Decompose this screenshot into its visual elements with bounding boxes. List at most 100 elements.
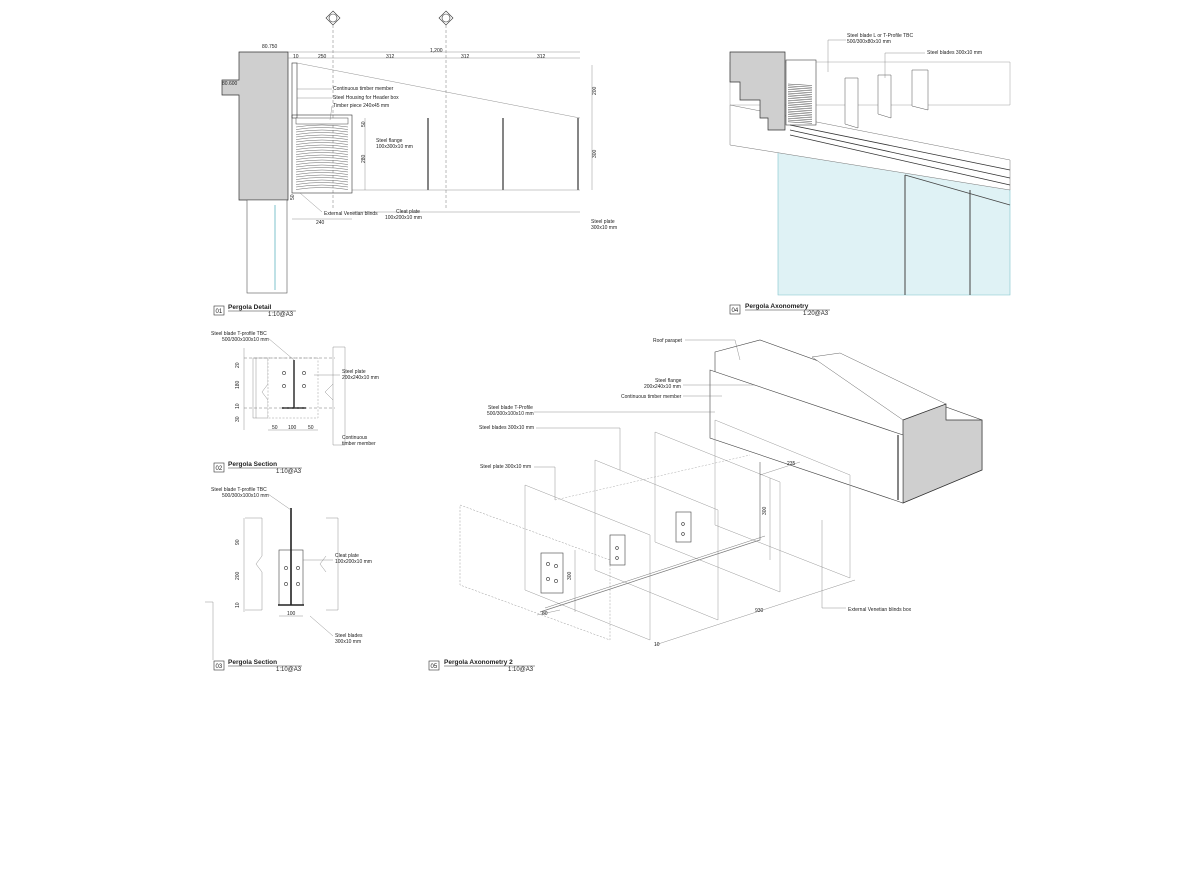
- s03-blades-2: 300x10 mm: [335, 639, 361, 645]
- blind-slat: [295, 164, 349, 168]
- steel-blade: [714, 419, 851, 579]
- s03-blade-1: Steel blade T-profile TBC: [211, 487, 267, 493]
- view-02-title: Pergola Section: [228, 461, 277, 468]
- blind-slat: [295, 129, 349, 133]
- window-frame: [246, 199, 288, 294]
- view-02-scale: 1:10@A3: [276, 469, 302, 475]
- a05-blade-2: 500/300x100x10 mm: [487, 411, 534, 417]
- view-03-title: Pergola Section: [228, 659, 277, 666]
- s03-cleat-1: Cleat plate: [335, 553, 359, 559]
- s03-cleat-2: 100x200x10 mm: [335, 559, 372, 565]
- blind-slat: [295, 139, 349, 143]
- a05-blade-1: Steel blade T-Profile: [488, 405, 533, 411]
- concrete-wall: [729, 51, 786, 131]
- steel-blade: [844, 77, 859, 129]
- view-03-pergola-section: Steel blade T-profile TBC 500/300x100x10…: [205, 487, 372, 673]
- view-01-pergola-detail: 80.750 80.600 1,200 10 250 312 312 312 2…: [213, 10, 617, 318]
- dim-50: 50: [361, 121, 367, 127]
- steel-plate: [609, 534, 626, 566]
- blind-slat: [295, 144, 349, 148]
- view-03-scale: 1:10@A3: [276, 667, 302, 673]
- blind-slat: [787, 87, 813, 90]
- view-01-scale: 1:10@A3: [268, 312, 294, 318]
- s02-dim-v-3: 30: [235, 416, 241, 422]
- concrete-wall: [221, 51, 289, 201]
- s03-dim-v-0: 90: [235, 539, 241, 545]
- s03-dim-v-2: 10: [235, 602, 241, 608]
- level-side: 80.600: [222, 81, 238, 87]
- blind-slat: [295, 152, 349, 155]
- blind-slat: [787, 112, 813, 115]
- view-05-pergola-axonometry-2: Roof parapet Steel flange 200x240x10 mm …: [428, 338, 983, 673]
- blind-slat: [295, 142, 349, 145]
- view-number-box: [213, 305, 225, 316]
- blind-slat: [295, 132, 349, 135]
- dim-right: 300: [592, 149, 598, 158]
- s02-dim-h-0: 50: [272, 425, 278, 431]
- s02-blade-2: 500/300x100x10 mm: [222, 337, 269, 343]
- s02-timber-2: timber member: [342, 441, 376, 447]
- s02-plate-1: Steel plate: [342, 369, 366, 375]
- blind-slat: [787, 107, 813, 110]
- blind-slat: [787, 99, 813, 102]
- blind-slat: [295, 154, 349, 158]
- blind-slat: [787, 119, 813, 122]
- view-03-number: 03: [216, 664, 223, 670]
- view-05-scale: 1:10@A3: [508, 667, 534, 673]
- blind-slat: [295, 177, 349, 180]
- steel-plate: [675, 511, 692, 543]
- a05-blades: Steel blades 300x10 mm: [479, 425, 534, 431]
- dim-right-top: 200: [592, 86, 598, 95]
- header-box: [291, 114, 353, 194]
- blind-slat: [295, 187, 349, 190]
- dim-top-1: 250: [318, 54, 327, 60]
- blind-slat: [787, 90, 813, 93]
- a05-roof-parapet: Roof parapet: [653, 338, 683, 344]
- label-cleat-1: Cleat plate: [396, 209, 420, 215]
- blind-slat: [295, 159, 349, 163]
- header-box: [709, 369, 904, 504]
- blind-slat: [787, 105, 813, 108]
- blind-slat: [787, 83, 813, 86]
- s02-dim-v-1: 180: [235, 380, 241, 389]
- timber-piece: [295, 117, 349, 125]
- blind-slat: [787, 117, 813, 120]
- label-steel-flange-1: Steel flange: [376, 138, 403, 144]
- steel-plate: [540, 552, 564, 594]
- label-steel-plate-1: Steel plate: [591, 219, 615, 225]
- blind-slat: [787, 92, 813, 95]
- label-timber-piece: Timber piece 240x45 mm: [333, 103, 389, 109]
- continuous-timber-member: [324, 346, 346, 446]
- a05-dim-300a: 300: [762, 506, 768, 515]
- a05-dim-80: 80: [542, 611, 548, 617]
- view-04-title: Pergola Axonometry: [745, 303, 809, 310]
- blind-slat: [787, 121, 813, 124]
- a04-blades: Steel blades 300x10 mm: [927, 50, 982, 56]
- dim-50b: 50: [290, 194, 296, 200]
- view-04-pergola-axonometry: Steel blade L or T-Profile TBC 500/300x8…: [729, 33, 1011, 317]
- s03-dim-h: 100: [287, 611, 296, 617]
- dim-overall: 1,200: [430, 48, 443, 54]
- slope-line: [296, 62, 581, 119]
- blind-slat: [787, 98, 813, 101]
- dim-240: 240: [316, 220, 325, 226]
- blind-slat: [295, 167, 349, 170]
- blind-slat: [295, 172, 349, 175]
- blind-slat: [787, 96, 813, 99]
- a05-dim-235: 235: [787, 461, 796, 467]
- dim-top-0: 10: [293, 54, 299, 60]
- continuous-timber-member: [291, 62, 298, 119]
- steel-blade: [877, 74, 892, 119]
- steel-blade: [459, 504, 611, 641]
- blind-slat: [295, 184, 349, 188]
- blind-slat: [787, 108, 813, 111]
- dim-top-3: 312: [461, 54, 470, 60]
- blind-slat: [295, 169, 349, 173]
- blind-slat: [295, 127, 349, 130]
- label-steel-housing: Steel Housing for Header box: [333, 95, 399, 101]
- blind-slat: [295, 134, 349, 138]
- blind-slat: [295, 182, 349, 185]
- label-continuous-timber: Continuous timber member: [333, 86, 394, 92]
- blind-slat: [295, 137, 349, 140]
